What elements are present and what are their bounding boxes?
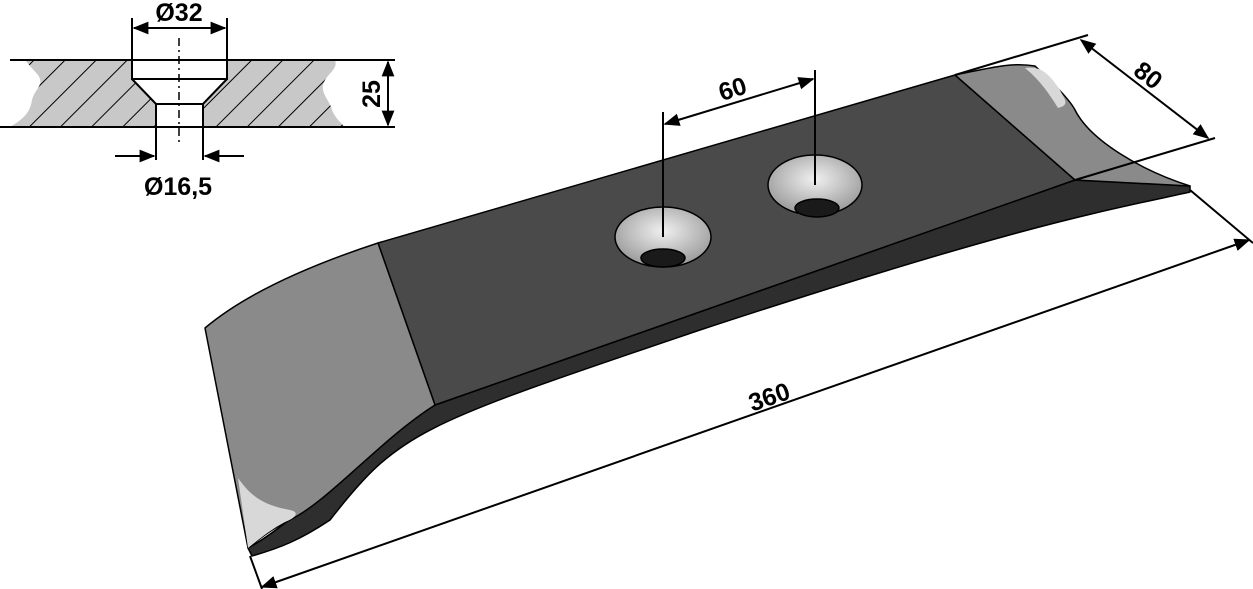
blade <box>204 63 1191 557</box>
thickness-label: 25 <box>358 80 386 108</box>
width-label: 80 <box>1128 56 1167 95</box>
section-hatched-material <box>10 60 345 127</box>
blade-right-worn-edge <box>1025 67 1066 108</box>
hole-spacing-label: 60 <box>715 72 750 107</box>
length-label: 360 <box>745 377 794 417</box>
hole-diameter-label: Ø16,5 <box>144 173 212 201</box>
blade-right-end-face <box>954 63 1191 187</box>
extension-lines <box>131 18 228 60</box>
blade-dimensions: 60 80 360 <box>249 34 1253 589</box>
counterbore-diameter-label: Ø32 <box>155 0 202 27</box>
length-extension-lines <box>249 189 1253 589</box>
dim-line-hole-spacing <box>663 77 815 126</box>
cross-section: Ø32 25 Ø16,5 <box>0 0 395 201</box>
hole-spacing-extension-lines <box>662 70 816 237</box>
dim-line-length <box>260 238 1251 589</box>
width-extension-lines <box>954 34 1216 181</box>
dim-line-width <box>1079 39 1210 139</box>
